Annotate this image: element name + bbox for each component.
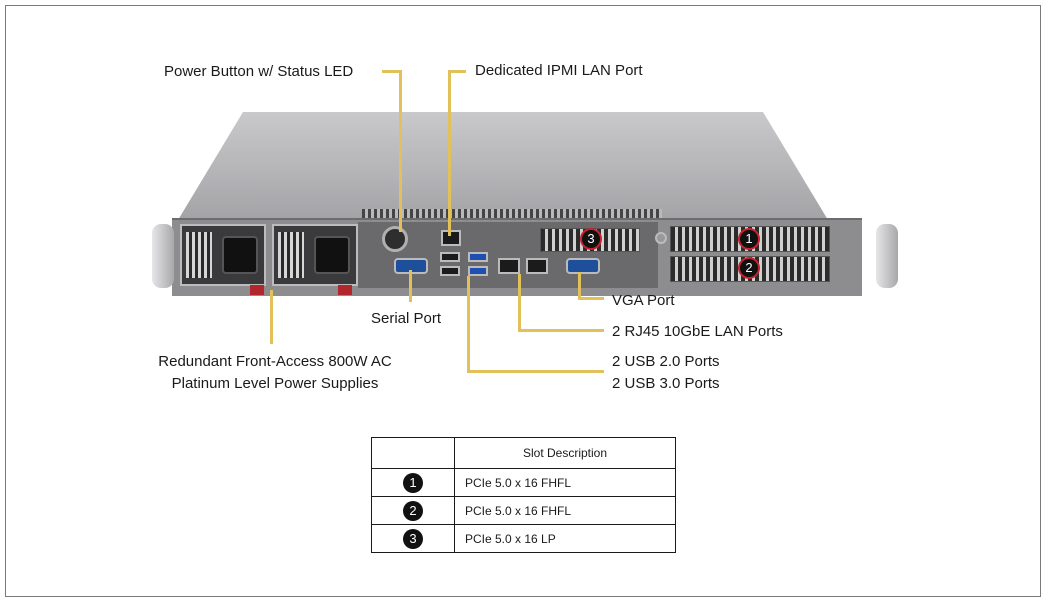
ac-inlet-icon — [314, 236, 350, 274]
callout-ipmi-lan: Dedicated IPMI LAN Port — [475, 62, 643, 79]
psu-vent — [186, 232, 212, 278]
leader-power-v — [399, 70, 402, 232]
table-cell-description: PCIe 5.0 x 16 FHFL — [454, 468, 676, 497]
usb3-port-1 — [468, 252, 488, 262]
callout-usb3: 2 USB 3.0 Ports — [612, 375, 720, 392]
table-cell-description: PCIe 5.0 x 16 FHFL — [454, 496, 676, 525]
table-header-slot — [371, 437, 455, 469]
callout-psu-line2: Platinum Level Power Supplies — [171, 375, 379, 392]
callout-lan-ports: 2 RJ45 10GbE LAN Ports — [612, 323, 783, 340]
slot-marker-1: 1 — [738, 228, 760, 250]
callout-serial-port: Serial Port — [371, 310, 442, 327]
slot-description-table: Slot Description 1 PCIe 5.0 x 16 FHFL 2 … — [371, 437, 676, 553]
lan-port-2 — [526, 258, 548, 274]
leader-lan-v — [518, 274, 521, 332]
thumbscrew-icon — [655, 232, 667, 244]
callout-vga-port: VGA Port — [612, 292, 675, 309]
vga-port-icon — [566, 258, 600, 274]
lan-port-1 — [498, 258, 520, 274]
table-header-row: Slot Description — [371, 437, 676, 469]
slot-marker-2: 2 — [738, 257, 760, 279]
psu-vent — [278, 232, 304, 278]
power-button-icon — [382, 226, 408, 252]
usb2-port-1 — [440, 252, 460, 262]
slot-number-badge: 1 — [403, 472, 423, 493]
ipmi-lan-port — [441, 230, 461, 246]
callout-psu-line1: Redundant Front-Access 800W AC — [158, 353, 392, 370]
ac-inlet-icon — [222, 236, 258, 274]
usb2-port-2 — [440, 266, 460, 276]
rear-vent-strip — [362, 209, 662, 218]
leader-vga-h — [578, 297, 604, 300]
leader-usb-v — [467, 276, 470, 373]
table-header-description: Slot Description — [454, 437, 676, 469]
leader-ipmi-v — [448, 70, 451, 236]
table-row: 3 PCIe 5.0 x 16 LP — [371, 524, 676, 553]
callout-psu: Redundant Front-Access 800W AC Platinum … — [130, 352, 420, 393]
table-row: 2 PCIe 5.0 x 16 FHFL — [371, 496, 676, 525]
table-cell-slot: 1 — [371, 468, 455, 497]
leader-lan-h — [518, 329, 604, 332]
table-cell-description: PCIe 5.0 x 16 LP — [454, 524, 676, 553]
rack-ear-left — [152, 224, 174, 288]
leader-psu — [270, 290, 273, 344]
slot-number-badge: 3 — [403, 528, 423, 549]
leader-power-h — [382, 70, 402, 73]
leader-vga-v — [578, 272, 581, 300]
slot-marker-3: 3 — [580, 228, 602, 250]
chassis-top-cover — [178, 112, 828, 220]
psu-latch-1 — [250, 285, 264, 295]
callout-power-button: Power Button w/ Status LED — [164, 63, 354, 80]
diagram-frame — [5, 5, 1041, 597]
slot-number-badge: 2 — [403, 500, 423, 521]
usb3-port-2 — [468, 266, 488, 276]
leader-usb-h — [467, 370, 604, 373]
table-cell-slot: 3 — [371, 524, 455, 553]
leader-serial — [409, 270, 412, 302]
power-supply-1 — [180, 224, 266, 286]
rack-ear-right — [876, 224, 898, 288]
table-row: 1 PCIe 5.0 x 16 FHFL — [371, 468, 676, 497]
leader-ipmi-h — [448, 70, 466, 73]
power-supply-2 — [272, 224, 358, 286]
table-cell-slot: 2 — [371, 496, 455, 525]
psu-latch-2 — [338, 285, 352, 295]
callout-usb2: 2 USB 2.0 Ports — [612, 353, 720, 370]
